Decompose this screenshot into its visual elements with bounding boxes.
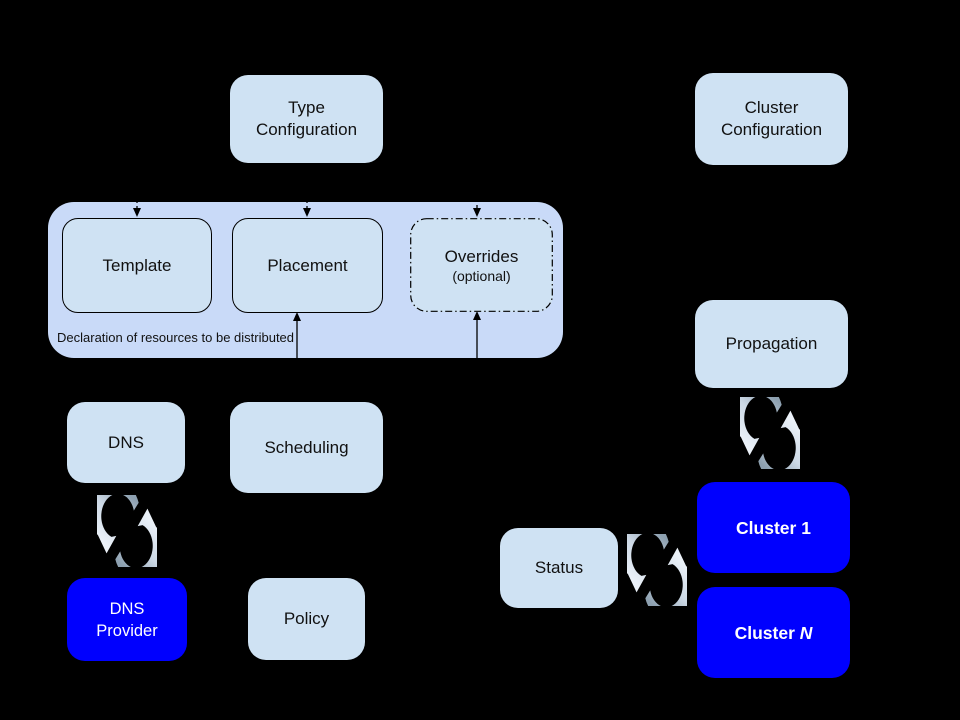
node-label: Template <box>102 255 172 275</box>
node-label: Provider <box>96 621 158 640</box>
node-label: Configuration <box>255 120 358 139</box>
node-sublabel: (optional) <box>452 268 511 284</box>
node-label: DNS <box>108 432 144 452</box>
sync-icon <box>627 534 687 606</box>
node-status: Status <box>500 528 618 608</box>
node-label: DNS <box>109 599 145 618</box>
node-label: Policy <box>283 609 330 628</box>
node-label: Cluster N <box>734 622 813 643</box>
node-dns-provider: DNS Provider <box>67 578 187 661</box>
node-label: Placement <box>267 255 348 275</box>
node-label: Type <box>288 98 325 117</box>
node-overrides: Overrides (optional) <box>410 218 553 312</box>
node-type-configuration: Type Configuration <box>230 75 383 163</box>
node-propagation: Propagation <box>695 300 848 388</box>
node-cluster-n: Cluster N <box>697 587 850 678</box>
node-scheduling: Scheduling <box>230 402 383 493</box>
node-policy: Policy <box>248 578 365 660</box>
node-label: Cluster <box>744 98 799 117</box>
cluster-n-italic: N <box>799 622 813 643</box>
sync-icon <box>97 495 157 567</box>
node-cluster-configuration: Cluster Configuration <box>695 73 848 165</box>
node-label: Propagation <box>725 334 818 353</box>
node-template: Template <box>62 218 212 313</box>
sync-icon <box>740 397 800 469</box>
dash-dot-border <box>410 218 553 312</box>
node-label: Overrides <box>444 247 519 266</box>
node-cluster-1: Cluster 1 <box>697 482 850 573</box>
container-caption: Declaration of resources to be distribut… <box>57 330 295 345</box>
node-dns: DNS <box>67 402 185 483</box>
node-label: Cluster 1 <box>736 517 811 538</box>
node-label: Configuration <box>720 120 823 139</box>
node-label: Scheduling <box>264 437 349 457</box>
node-label: Status <box>534 558 584 577</box>
node-placement: Placement <box>232 218 383 313</box>
